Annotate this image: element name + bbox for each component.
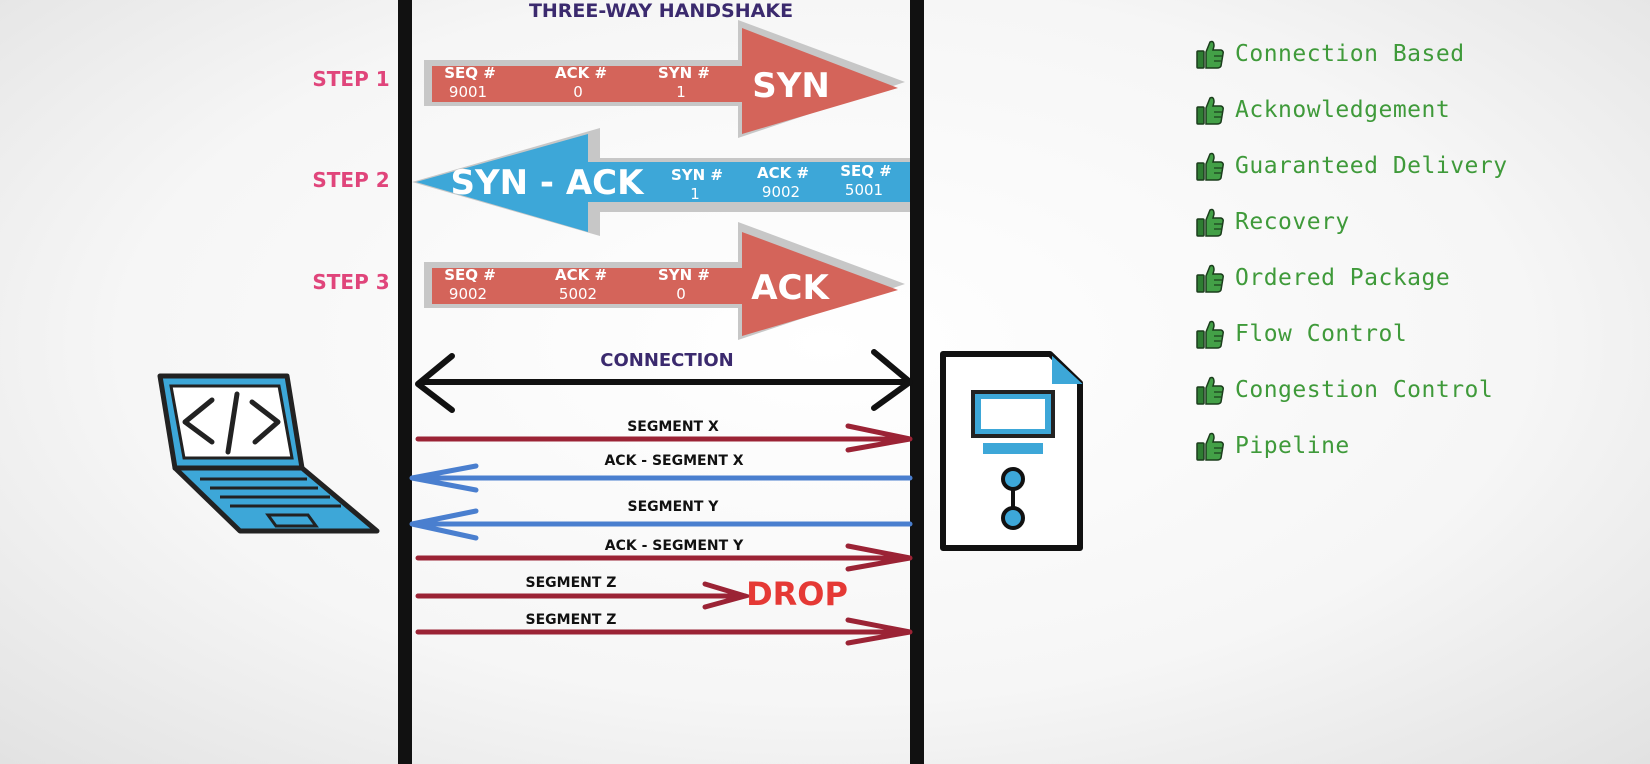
handshake-title: THREE-WAY HANDSHAKE bbox=[529, 0, 793, 22]
server-document-icon bbox=[940, 351, 1083, 551]
svg-text:1: 1 bbox=[690, 185, 700, 203]
feature-label: Flow Control bbox=[1235, 321, 1408, 347]
ack-label: ACK bbox=[751, 268, 830, 308]
step-3-label: STEP 3 bbox=[312, 270, 389, 294]
segment-z-dropped-label: SEGMENT Z bbox=[526, 575, 617, 591]
server-lane-line bbox=[910, 0, 924, 764]
feature-item: Flow Control bbox=[1195, 306, 1508, 362]
svg-text:SYN #: SYN # bbox=[671, 166, 723, 184]
connection-label: CONNECTION bbox=[600, 350, 734, 371]
segment-y-arrow bbox=[409, 508, 913, 541]
step-1-label: STEP 1 bbox=[312, 67, 389, 91]
syn-arrow: SEQ # 9001 ACK # 0 SYN # 1 SYN bbox=[424, 20, 905, 138]
svg-text:ACK #: ACK # bbox=[555, 64, 607, 82]
connection-arrow bbox=[415, 349, 913, 413]
ack-segment-x-label: ACK - SEGMENT X bbox=[604, 453, 743, 469]
ack-segment-x-arrow bbox=[409, 463, 913, 493]
thumbs-up-icon bbox=[1196, 96, 1224, 125]
thumbs-up-icon bbox=[1196, 40, 1224, 69]
step-2-label: STEP 2 bbox=[312, 168, 389, 192]
laptop-icon bbox=[157, 373, 380, 534]
syn-ack-arrow: SYN - ACK SYN # 1 ACK # 9002 SEQ # 5001 bbox=[412, 128, 910, 236]
svg-text:0: 0 bbox=[676, 285, 686, 303]
feature-label: Acknowledgement bbox=[1235, 97, 1451, 123]
svg-text:SEQ #: SEQ # bbox=[840, 162, 892, 180]
feature-label: Recovery bbox=[1235, 209, 1350, 235]
svg-text:SYN #: SYN # bbox=[658, 64, 710, 82]
thumbs-up-icon bbox=[1196, 320, 1224, 349]
segment-z-dropped-arrow bbox=[415, 581, 755, 610]
feature-label: Pipeline bbox=[1235, 433, 1350, 459]
svg-text:ACK #: ACK # bbox=[757, 164, 809, 182]
segment-z-label: SEGMENT Z bbox=[526, 612, 617, 628]
feature-label: Congestion Control bbox=[1235, 377, 1494, 403]
feature-item: Acknowledgement bbox=[1195, 82, 1508, 138]
svg-text:5002: 5002 bbox=[559, 285, 597, 303]
feature-label: Ordered Package bbox=[1235, 265, 1451, 291]
ack-arrow: SEQ # 9002 ACK # 5002 SYN # 0 ACK bbox=[424, 222, 905, 340]
svg-text:9001: 9001 bbox=[449, 83, 487, 101]
feature-item: Ordered Package bbox=[1195, 250, 1508, 306]
thumbs-up-icon bbox=[1196, 376, 1224, 405]
feature-item: Pipeline bbox=[1195, 418, 1508, 474]
feature-label: Connection Based bbox=[1235, 41, 1465, 67]
client-lane-line bbox=[398, 0, 412, 764]
segment-z-arrow bbox=[415, 617, 913, 646]
svg-text:SEQ #: SEQ # bbox=[444, 64, 496, 82]
segment-y-label: SEGMENT Y bbox=[628, 499, 720, 515]
ack-segment-y-arrow bbox=[415, 543, 913, 572]
svg-text:9002: 9002 bbox=[449, 285, 487, 303]
segment-x-label: SEGMENT X bbox=[627, 419, 719, 435]
svg-text:SYN #: SYN # bbox=[658, 266, 710, 284]
feature-label: Guaranteed Delivery bbox=[1235, 153, 1508, 179]
drop-label: DROP bbox=[746, 575, 848, 613]
svg-text:9002: 9002 bbox=[762, 183, 800, 201]
thumbs-up-icon bbox=[1196, 264, 1224, 293]
feature-item: Guaranteed Delivery bbox=[1195, 138, 1508, 194]
segment-x-arrow bbox=[415, 423, 913, 453]
feature-item: Connection Based bbox=[1195, 26, 1508, 82]
thumbs-up-icon bbox=[1196, 152, 1224, 181]
svg-text:0: 0 bbox=[573, 83, 583, 101]
syn-ack-label: SYN - ACK bbox=[451, 163, 646, 203]
svg-text:1: 1 bbox=[676, 83, 686, 101]
svg-text:5001: 5001 bbox=[845, 181, 883, 199]
svg-text:ACK #: ACK # bbox=[555, 266, 607, 284]
thumbs-up-icon bbox=[1196, 208, 1224, 237]
feature-item: Recovery bbox=[1195, 194, 1508, 250]
ack-segment-y-label: ACK - SEGMENT Y bbox=[605, 538, 744, 554]
thumbs-up-icon bbox=[1196, 432, 1224, 461]
syn-label: SYN bbox=[752, 66, 830, 106]
feature-item: Congestion Control bbox=[1195, 362, 1508, 418]
feature-list: Connection Based Acknowledgement Guarant… bbox=[1195, 26, 1508, 474]
svg-text:SEQ #: SEQ # bbox=[444, 266, 496, 284]
